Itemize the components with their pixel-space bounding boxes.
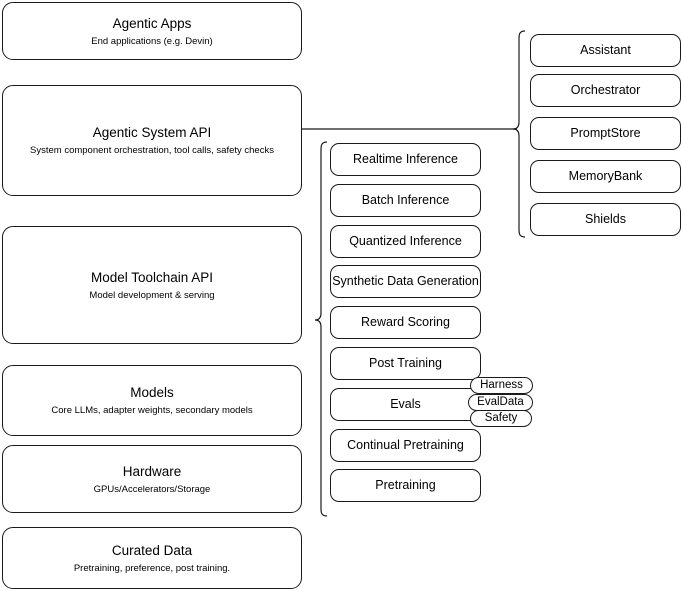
pill-label: Harness — [480, 379, 523, 391]
capability-label: Continual Pretraining — [347, 438, 464, 452]
capability-label: Post Training — [369, 356, 442, 370]
capability-batch-inference[interactable]: Batch Inference — [330, 184, 481, 217]
capability-label: Quantized Inference — [349, 234, 462, 248]
layer-title: Model Toolchain API — [90, 269, 214, 285]
component-assistant[interactable]: Assistant — [530, 34, 681, 67]
capability-post-training[interactable]: Post Training — [330, 347, 481, 380]
component-orchestrator[interactable]: Orchestrator — [530, 74, 681, 107]
capability-reward-scoring[interactable]: Reward Scoring — [330, 306, 481, 339]
layer-title: Hardware — [122, 463, 182, 479]
evals-subcomponent-safety[interactable]: Safety — [470, 410, 532, 427]
layer-subtitle: GPUs/Accelerators/Storage — [93, 483, 211, 495]
component-label: Orchestrator — [570, 83, 641, 97]
layer-subtitle: Model development & serving — [89, 289, 215, 301]
capability-quantized-inference[interactable]: Quantized Inference — [330, 225, 481, 258]
layer-agentic-system-api[interactable]: Agentic System API System component orch… — [2, 85, 302, 196]
layer-title: Agentic Apps — [112, 15, 192, 31]
capability-continual-pretraining[interactable]: Continual Pretraining — [330, 429, 481, 462]
layer-hardware[interactable]: Hardware GPUs/Accelerators/Storage — [2, 445, 302, 513]
component-promptstore[interactable]: PromptStore — [530, 117, 681, 150]
pill-label: Safety — [484, 412, 518, 424]
layer-title: Curated Data — [111, 542, 193, 558]
layer-subtitle: Core LLMs, adapter weights, secondary mo… — [51, 405, 253, 416]
capability-label: Reward Scoring — [361, 315, 450, 329]
capability-synthetic-data-generation[interactable]: Synthetic Data Generation — [330, 265, 481, 298]
component-memorybank[interactable]: MemoryBank — [530, 160, 681, 193]
brace-toolchain-capabilities — [314, 141, 328, 517]
capability-label: Pretraining — [375, 478, 436, 492]
component-label: MemoryBank — [568, 169, 643, 183]
layer-model-toolchain-api[interactable]: Model Toolchain API Model development & … — [2, 226, 302, 344]
layer-title: Agentic System API — [92, 125, 212, 140]
evals-subcomponent-harness[interactable]: Harness — [470, 377, 533, 394]
evals-subcomponent-evaldata[interactable]: EvalData — [468, 394, 533, 411]
pill-label: EvalData — [477, 396, 524, 408]
layer-agentic-apps[interactable]: Agentic Apps End applications (e.g. Devi… — [2, 2, 302, 60]
layer-title: Models — [130, 385, 174, 400]
component-shields[interactable]: Shields — [530, 203, 681, 236]
layer-models[interactable]: Models Core LLMs, adapter weights, secon… — [2, 365, 302, 436]
capability-label: Evals — [390, 397, 421, 411]
layer-curated-data[interactable]: Curated Data Pretraining, preference, po… — [2, 527, 302, 589]
brace-system-components — [512, 30, 526, 238]
capability-pretraining[interactable]: Pretraining — [330, 469, 481, 502]
component-label: PromptStore — [570, 126, 641, 140]
layer-subtitle: End applications (e.g. Devin) — [91, 35, 213, 47]
component-label: Shields — [585, 212, 626, 226]
layer-subtitle: Pretraining, preference, post training. — [73, 562, 231, 574]
capability-realtime-inference[interactable]: Realtime Inference — [330, 143, 481, 176]
capability-label: Realtime Inference — [353, 152, 458, 166]
component-label: Assistant — [580, 43, 631, 57]
capability-label: Batch Inference — [361, 193, 450, 207]
capability-evals[interactable]: Evals — [330, 388, 481, 421]
capability-label: Synthetic Data Generation — [332, 274, 479, 288]
layer-subtitle: System component orchestration, tool cal… — [30, 145, 274, 156]
